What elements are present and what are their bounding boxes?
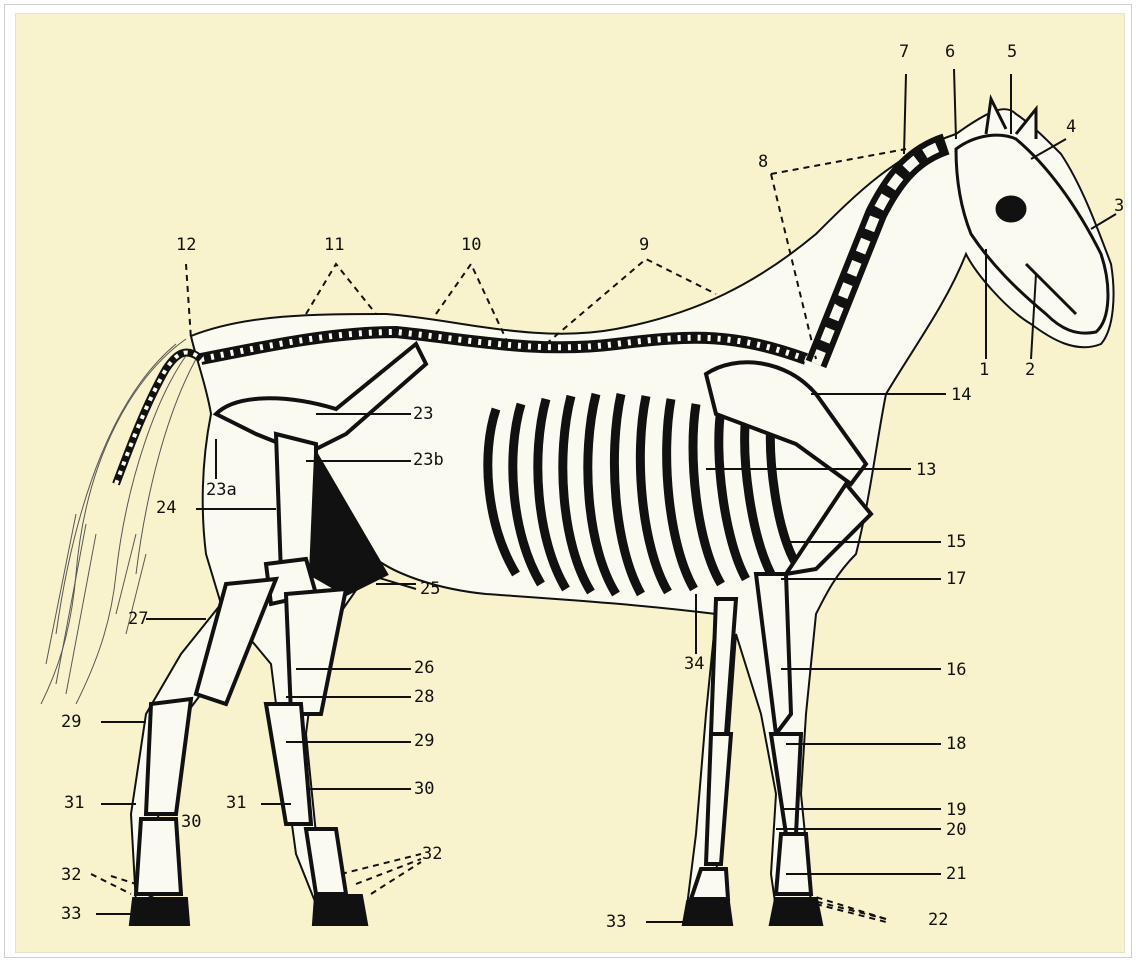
label-33-hind: 33	[61, 906, 81, 923]
label-25: 25	[420, 581, 440, 598]
label-18: 18	[946, 736, 966, 753]
label-29-hind: 29	[61, 714, 81, 731]
label-16: 16	[946, 662, 966, 679]
diagram-plate: 1 2 3 4 5 6 7 8 9 10 11 12 13 14 15 16 1…	[15, 13, 1125, 953]
label-19: 19	[946, 802, 966, 819]
label-32-hind: 32	[61, 867, 81, 884]
label-28: 28	[414, 689, 434, 706]
label-33-fore: 33	[606, 914, 626, 931]
label-23a: 23a	[206, 482, 237, 499]
label-8: 8	[758, 154, 768, 171]
label-3: 3	[1114, 198, 1124, 215]
label-32-fore: 32	[422, 846, 442, 863]
label-15: 15	[946, 534, 966, 551]
label-22: 22	[928, 912, 948, 929]
label-20: 20	[946, 822, 966, 839]
label-24: 24	[156, 500, 176, 517]
label-23: 23	[413, 406, 433, 423]
label-13: 13	[916, 462, 936, 479]
label-31-fore: 31	[226, 795, 246, 812]
label-10: 10	[461, 237, 481, 254]
label-30-fore: 30	[414, 781, 434, 798]
label-12: 12	[176, 237, 196, 254]
label-1: 1	[979, 362, 989, 379]
label-21: 21	[946, 866, 966, 883]
label-27: 27	[128, 611, 148, 628]
label-26: 26	[414, 660, 434, 677]
label-4: 4	[1066, 119, 1076, 136]
label-17: 17	[946, 571, 966, 588]
label-2: 2	[1025, 362, 1035, 379]
label-30-hind: 30	[181, 814, 201, 831]
label-29-fore: 29	[414, 733, 434, 750]
label-5: 5	[1007, 44, 1017, 61]
label-6: 6	[945, 44, 955, 61]
label-34: 34	[684, 656, 704, 673]
label-9: 9	[639, 237, 649, 254]
label-31-hind: 31	[64, 795, 84, 812]
label-7: 7	[899, 44, 909, 61]
label-11: 11	[324, 237, 344, 254]
figure-frame: 1 2 3 4 5 6 7 8 9 10 11 12 13 14 15 16 1…	[4, 4, 1132, 958]
label-23b: 23b	[413, 452, 444, 469]
label-14: 14	[951, 387, 971, 404]
